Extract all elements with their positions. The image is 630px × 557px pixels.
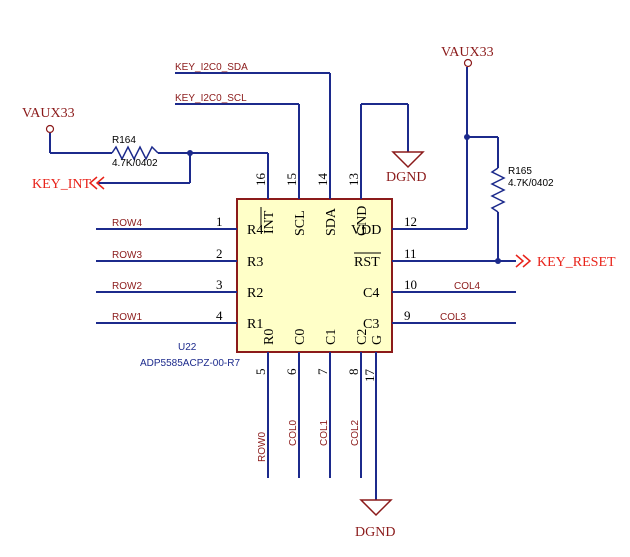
- net-label-row2: ROW2: [112, 281, 142, 292]
- dgnd-top-symbol: [391, 151, 425, 169]
- pin-number-5: 5: [253, 369, 268, 376]
- pin-name-vdd: VDD: [351, 223, 381, 238]
- key-reset-arrow-icon-2: [522, 254, 532, 268]
- pin-number-6: 6: [284, 368, 299, 375]
- net-label-col2: COL2: [350, 419, 361, 446]
- r165-value: 4.7K/0402: [508, 178, 554, 189]
- pin-name-r1: R1: [247, 317, 263, 332]
- pin-number-16: 16: [253, 173, 268, 187]
- net-label-row3: ROW3: [112, 250, 142, 261]
- pin-name-c1: C1: [324, 329, 339, 345]
- r164-refdes: R164: [112, 135, 136, 146]
- pin-number-8: 8: [346, 369, 361, 376]
- pin-number-4: 4: [216, 308, 223, 323]
- key-int-arrow-icon-2: [95, 176, 105, 190]
- net-label-row0: ROW0: [257, 432, 268, 462]
- ic-part-number: ADP5585ACPZ-00-R7: [140, 358, 240, 369]
- dgnd-bottom-label: DGND: [355, 525, 395, 540]
- r165-resistor[interactable]: [490, 167, 506, 213]
- pin-number-2: 2: [216, 246, 223, 261]
- pin-number-3: 3: [216, 277, 223, 292]
- pin-name-r4: R4: [247, 223, 263, 238]
- net-label-scl: KEY_I2C0_SCL: [175, 93, 247, 104]
- net-label-col1: COL1: [319, 419, 330, 446]
- pin-name-c3: C3: [363, 317, 379, 332]
- net-label-sda: KEY_I2C0_SDA: [175, 62, 248, 73]
- net-label-col4: COL4: [454, 281, 481, 292]
- pin-number-12: 12: [404, 214, 417, 229]
- net-label-row4: ROW4: [112, 218, 142, 229]
- r164-resistor[interactable]: [111, 145, 159, 161]
- pin-number-11: 11: [404, 246, 417, 261]
- pin-name-sda: SDA: [324, 207, 339, 236]
- pin-name-scl: SCL: [293, 210, 308, 236]
- pin-name-rst: RST: [354, 255, 380, 270]
- pin-name-r3: R3: [247, 255, 263, 270]
- pin-number-7: 7: [315, 368, 330, 375]
- pin-name-int: INT: [262, 210, 277, 234]
- r165-refdes: R165: [508, 166, 532, 177]
- dgnd-bottom-symbol: [359, 499, 393, 517]
- pin-name-c0: C0: [293, 329, 308, 345]
- pin-number-9: 9: [404, 308, 411, 323]
- net-label-col0: COL0: [288, 419, 299, 446]
- port-key-int[interactable]: KEY_INT: [32, 177, 92, 192]
- vaux33-right-symbol: [463, 58, 473, 68]
- vaux33-left-label: VAUX33: [22, 106, 75, 121]
- key-reset-arrow-icon: [515, 254, 525, 268]
- dgnd-top-label: DGND: [386, 170, 426, 185]
- vaux33-right-label: VAUX33: [441, 45, 494, 60]
- pin-name-c4: C4: [363, 286, 379, 301]
- pin-name-gnd-top: GND: [355, 206, 370, 236]
- pin-name-r2: R2: [247, 286, 263, 301]
- r164-value: 4.7K/0402: [112, 158, 158, 169]
- port-key-reset[interactable]: KEY_RESET: [537, 255, 616, 270]
- pin-number-13: 13: [346, 173, 361, 186]
- pin-number-17: 17: [362, 369, 377, 383]
- junction-reset: [495, 258, 501, 264]
- pin-name-g: G: [370, 335, 385, 345]
- ic-body[interactable]: [236, 198, 393, 353]
- pin-number-14: 14: [315, 173, 330, 187]
- pin-number-15: 15: [284, 173, 299, 186]
- pin-name-r0: R0: [262, 329, 277, 345]
- pin-number-1: 1: [216, 214, 223, 229]
- net-label-col3: COL3: [440, 312, 467, 323]
- pin-name-c2: C2: [355, 329, 370, 345]
- key-int-arrow-icon: [88, 176, 98, 190]
- pin-number-10: 10: [404, 277, 417, 292]
- net-label-row1: ROW1: [112, 312, 142, 323]
- ic-refdes: U22: [178, 342, 197, 353]
- vaux33-left-symbol: [45, 124, 55, 134]
